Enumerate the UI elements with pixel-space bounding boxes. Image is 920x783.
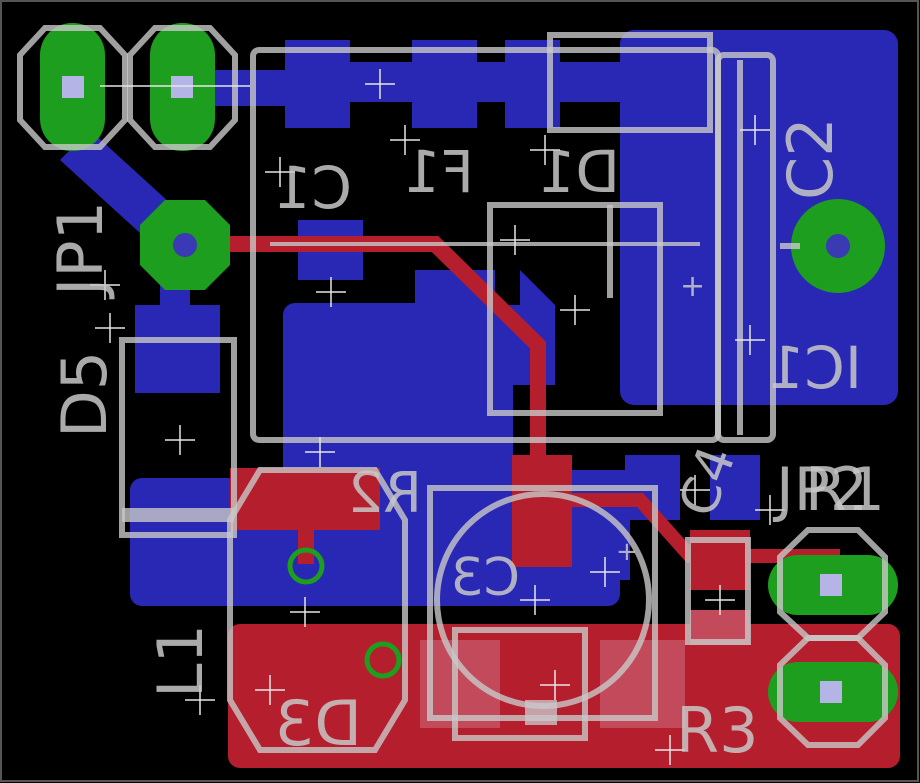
drill-holes xyxy=(62,76,850,703)
label-r2: R2 xyxy=(347,461,422,526)
label-l1: L1 xyxy=(144,624,217,698)
trace-r1 xyxy=(560,493,840,563)
silk-d5 xyxy=(119,337,237,538)
silk-d1 xyxy=(547,32,713,133)
cross-r3 xyxy=(655,735,685,765)
cross-d5b xyxy=(95,313,125,343)
silk-c3-box xyxy=(427,485,658,721)
label-r1: R1 xyxy=(805,455,885,525)
cross-ic1c xyxy=(500,225,530,255)
silk-r1 xyxy=(685,537,751,645)
label-d5: D5 xyxy=(48,351,121,438)
trace-l1-via xyxy=(298,520,314,564)
trace-top-row xyxy=(330,62,630,102)
cross-c2 xyxy=(740,115,770,145)
via-d3 xyxy=(364,641,402,679)
label-c2: C2 xyxy=(774,117,847,200)
cross-c3 xyxy=(520,585,550,615)
drill-jp1-2 xyxy=(171,76,193,98)
cross-f1 xyxy=(365,69,395,99)
pad-d3-left xyxy=(420,640,500,728)
cross-d1 xyxy=(530,135,560,165)
drill-jp2-1 xyxy=(820,574,842,596)
label-r3: R3 xyxy=(676,694,759,767)
cross-f1b xyxy=(390,125,420,155)
silk-jp1-1 xyxy=(17,25,128,150)
cross-c3b xyxy=(590,557,620,587)
cross-ic1b xyxy=(735,325,765,355)
cross-r2 xyxy=(305,437,335,467)
label-c1: C1 xyxy=(275,154,352,222)
pad-c4-right xyxy=(710,455,760,520)
silk-jp1-2 xyxy=(127,25,238,150)
pad-c2-large xyxy=(620,30,898,405)
silk-c2 xyxy=(715,52,776,443)
origin-markers xyxy=(90,69,785,765)
cross-r1 xyxy=(705,585,735,615)
cross-d3b xyxy=(540,670,570,700)
silk-l1 xyxy=(227,467,408,753)
silk-ic1 xyxy=(487,202,663,416)
label-plus-ic1: + xyxy=(680,269,705,304)
label-ic1: IC1 xyxy=(767,334,862,402)
cross-d3 xyxy=(255,675,285,705)
label-d3: D3 xyxy=(275,687,362,760)
drill-jp1-3 xyxy=(173,233,197,257)
drill-jp1-1 xyxy=(62,76,84,98)
silk-jp2-2 xyxy=(777,635,888,748)
cross-l1 xyxy=(290,597,320,627)
silkscreen-layer xyxy=(17,25,888,753)
label-jp1: JP1 xyxy=(44,201,117,300)
cross-jp1 xyxy=(90,270,120,300)
label-jp2: JP2 xyxy=(772,455,868,525)
cross-c4 xyxy=(680,475,710,505)
labels-layer: JP1 D5 C1 F1 D1 C2 IC1 + R2 C3 + C4 JP2 … xyxy=(44,117,885,767)
pour-bottom xyxy=(228,624,900,768)
label-c3: C3 xyxy=(451,548,520,608)
cross-l1b xyxy=(185,685,215,715)
cross-ic1 xyxy=(560,295,590,325)
cross-c1 xyxy=(265,157,295,187)
pad-c3-top xyxy=(512,455,572,567)
cross-jp2 xyxy=(755,495,785,525)
via-l1 xyxy=(287,547,325,585)
cross-ic1-pad xyxy=(316,277,346,307)
label-d1: D1 xyxy=(538,138,620,206)
silk-c3-circle xyxy=(434,491,652,709)
drill-jp2-2 xyxy=(820,681,842,703)
silk-d3 xyxy=(452,627,588,741)
label-plus-c3: + xyxy=(616,537,638,567)
label-f1: F1 xyxy=(404,138,474,206)
cross-d5 xyxy=(165,425,195,455)
pour-center xyxy=(283,303,513,463)
pad-d3-right xyxy=(600,640,685,728)
drill-c2 xyxy=(826,234,850,258)
